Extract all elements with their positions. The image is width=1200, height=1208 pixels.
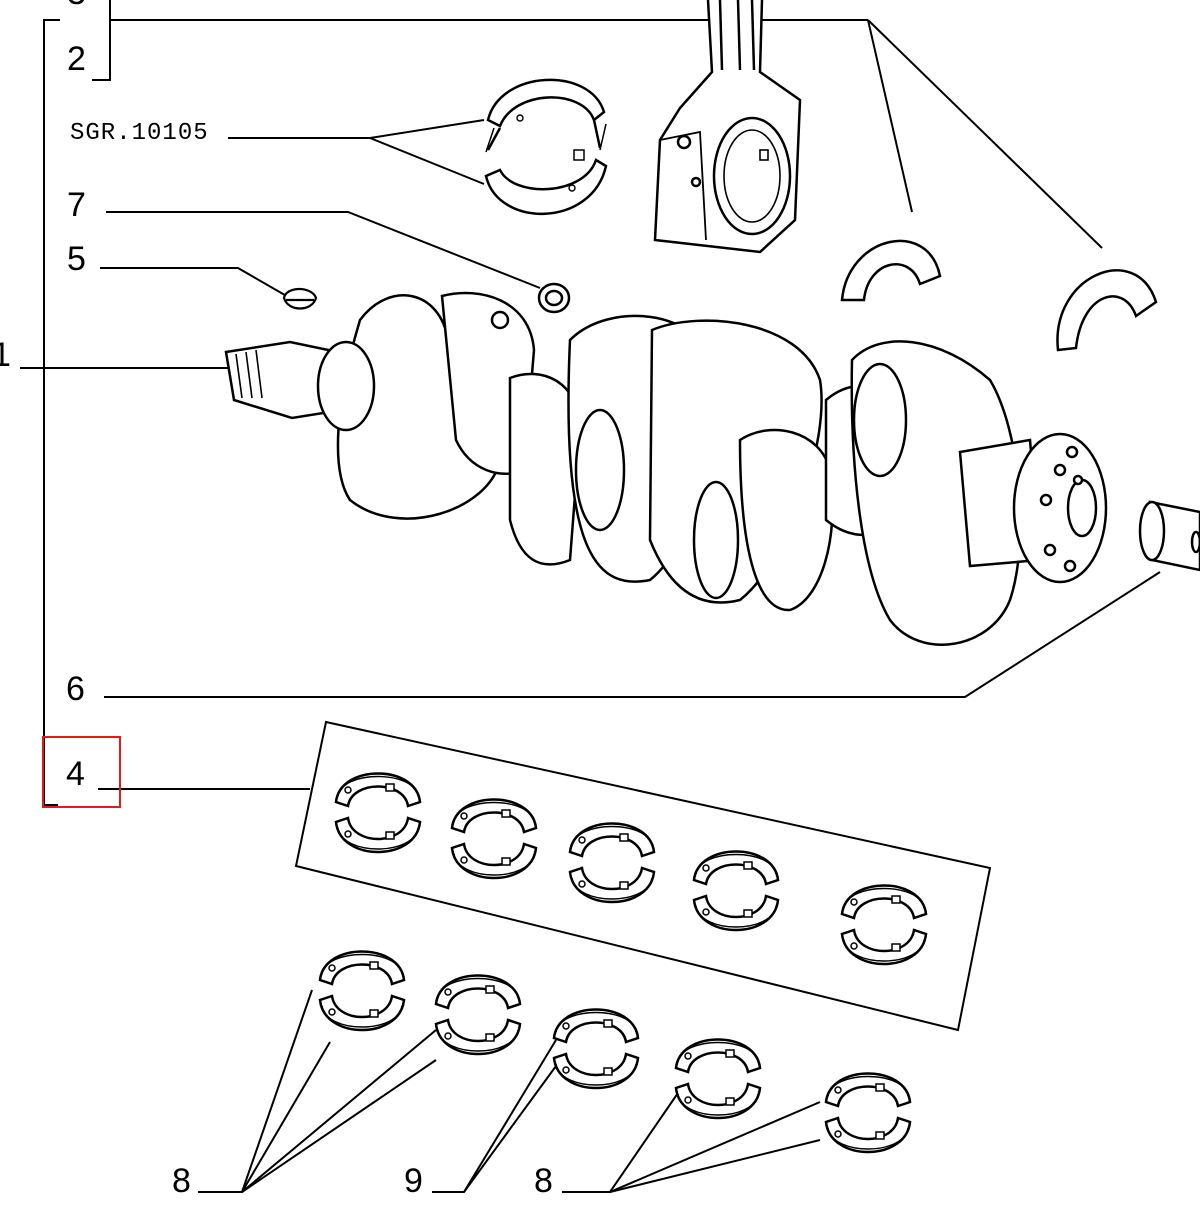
callout-4: 4 bbox=[66, 755, 85, 793]
callout-8-right: 8 bbox=[534, 1162, 553, 1200]
thrust-washers bbox=[840, 239, 1158, 352]
callout-2: 2 bbox=[67, 40, 86, 78]
callout-6: 6 bbox=[66, 670, 85, 708]
callout-3: 3 bbox=[67, 0, 86, 10]
callout-1: 1 bbox=[0, 336, 11, 374]
crankshaft bbox=[224, 291, 1108, 646]
callout-sgr-10105: SGR.10105 bbox=[70, 120, 209, 147]
callout-5: 5 bbox=[67, 240, 86, 278]
callout-9: 9 bbox=[404, 1162, 423, 1200]
callout-8-left: 8 bbox=[172, 1162, 191, 1200]
woodruff-key bbox=[282, 287, 318, 310]
callout-7: 7 bbox=[67, 186, 86, 224]
rear-bushing bbox=[1138, 500, 1200, 572]
connecting-rod bbox=[653, 0, 802, 254]
pilot-bushing bbox=[537, 282, 571, 314]
conrod-bearing-shells bbox=[484, 78, 608, 216]
highlight-box bbox=[42, 736, 121, 808]
bearing-kit-frame bbox=[294, 720, 992, 1032]
leader-lines bbox=[20, 19, 1161, 1193]
